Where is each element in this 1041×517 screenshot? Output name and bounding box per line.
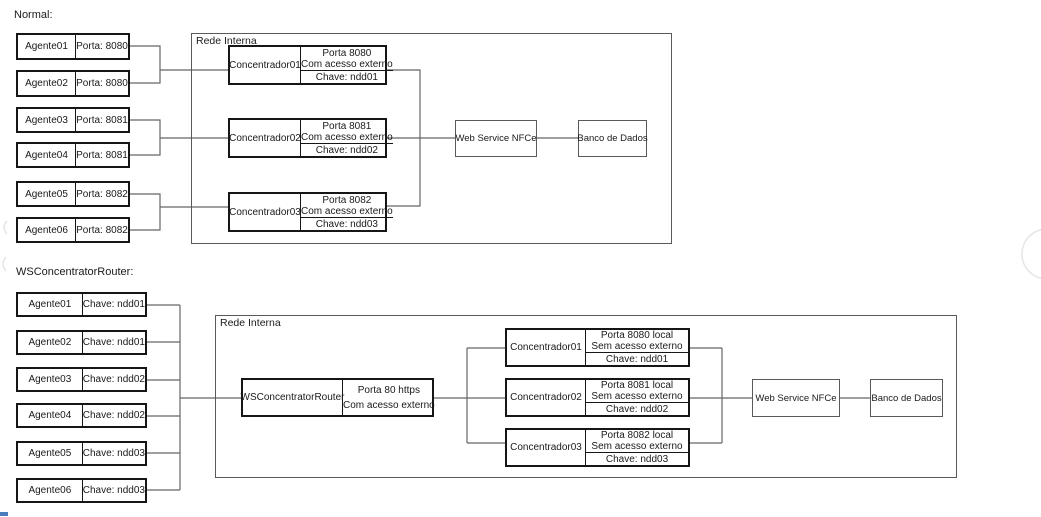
agent-name: Agente05	[18, 183, 76, 205]
normal-concentrator-box-2: Concentrador02 Porta 8081 Com acesso ext…	[228, 118, 393, 158]
router-rede-interna-label: Rede Interna	[220, 317, 281, 329]
concentrator-access: Sem acesso externo	[591, 391, 683, 402]
concentrator-port: Porta 8081	[322, 120, 372, 132]
agent-name: Agente02	[18, 332, 83, 353]
agent-port: Porta: 8081	[76, 114, 128, 126]
router-agent-box-3: Agente03 Chave: ndd02	[16, 367, 147, 392]
concentrator-name: Concentrador03	[507, 430, 586, 465]
normal-section-title: Normal:	[14, 9, 53, 21]
agent-name: Agente02	[18, 72, 76, 95]
concentrator-access: Com acesso externo	[301, 58, 393, 70]
agent-key: Chave: ndd02	[82, 374, 145, 385]
concentrator-access: Sem acesso externo	[591, 341, 683, 352]
agent-port: Porta: 8080	[76, 41, 128, 52]
router-web-service-box: Web Service NFCe	[752, 379, 840, 417]
router-agent-box-5: Agente05 Chave: ndd03	[16, 441, 147, 466]
agent-name: Agente03	[18, 109, 76, 131]
normal-agent-box-5: Agente05 Porta: 8082	[16, 181, 130, 207]
router-name: WSConcentratorRouter	[241, 380, 344, 415]
normal-concentrator-box-1: Concentrador01 Porta 8080 Com acesso ext…	[228, 45, 393, 85]
concentrator-access: Sem acesso externo	[591, 441, 683, 452]
concentrator-name: Concentrador03	[229, 194, 301, 230]
agent-key: Chave: ndd02	[82, 410, 145, 421]
normal-concentrator-box-3: Concentrador03 Porta 8082 Com acesso ext…	[228, 192, 393, 232]
cursor-artifact	[0, 512, 8, 516]
router-port: Porta 80 https	[357, 384, 420, 396]
concentrator-name: Concentrador02	[229, 120, 301, 156]
normal-agent-box-6: Agente06 Porta: 8082	[16, 217, 130, 243]
concentrator-access: Com acesso externo	[301, 131, 393, 143]
concentrator-name: Concentrador01	[229, 47, 301, 83]
concentrator-key: Chave: ndd01	[315, 71, 378, 83]
router-concentrator-box-2: Concentrador02 Porta 8081 local Sem aces…	[505, 378, 690, 417]
router-agent-box-4: Agente04 Chave: ndd02	[16, 403, 147, 428]
agent-port: Porta: 8080	[76, 78, 128, 89]
agent-port: Porta: 8082	[76, 224, 128, 236]
agent-key: Chave: ndd03	[82, 448, 145, 459]
router-rede-interna-box: Rede Interna	[215, 315, 957, 478]
router-section-title: WSConcentratorRouter:	[16, 266, 134, 278]
agent-name: Agente06	[18, 219, 76, 241]
concentrator-name: Concentrador02	[507, 380, 586, 415]
concentrator-port: Porta 8080	[322, 47, 372, 59]
concentrator-port: Porta 8082	[322, 194, 372, 206]
router-access: Com acesso externo	[343, 399, 435, 411]
concentrator-key: Chave: ndd02	[315, 144, 378, 156]
agent-name: Agente03	[18, 369, 83, 390]
concentrator-access: Com acesso externo	[301, 205, 393, 217]
normal-database-box: Banco de Dados	[577, 120, 648, 157]
concentrator-key: Chave: ndd02	[605, 403, 669, 415]
agent-port: Porta: 8081	[76, 149, 128, 161]
agent-name: Agente04	[18, 405, 83, 426]
router-database-box: Banco de Dados	[870, 379, 943, 417]
concentrator-key: Chave: ndd03	[605, 453, 669, 465]
router-agent-box-2: Agente02 Chave: ndd01	[16, 330, 147, 355]
router-concentrator-box-3: Concentrador03 Porta 8082 local Sem aces…	[505, 428, 690, 467]
concentrator-port: Porta 8081 local	[600, 380, 674, 391]
normal-rede-interna-label: Rede Interna	[196, 35, 257, 47]
normal-agent-box-2: Agente02 Porta: 8080	[16, 70, 130, 97]
concentrator-name: Concentrador01	[507, 330, 586, 365]
ws-concentrator-router-box: WSConcentratorRouter Porta 80 https Com …	[241, 378, 435, 417]
agent-name: Agente05	[18, 443, 83, 464]
agent-key: Chave: ndd01	[82, 337, 145, 348]
agent-name: Agente01	[18, 294, 83, 315]
agent-key: Chave: ndd01	[82, 299, 145, 310]
router-agent-box-1: Agente01 Chave: ndd01	[16, 292, 147, 317]
normal-agent-box-3: Agente03 Porta: 8081	[16, 107, 130, 133]
concentrator-key: Chave: ndd03	[315, 218, 378, 230]
normal-rede-interna-box: Rede Interna	[191, 33, 672, 244]
concentrator-port: Porta 8082 local	[600, 430, 674, 441]
agent-name: Agente04	[18, 144, 76, 166]
normal-agent-box-4: Agente04 Porta: 8081	[16, 142, 130, 168]
concentrator-port: Porta 8080 local	[600, 330, 674, 341]
agent-name: Agente01	[18, 35, 76, 58]
agent-name: Agente06	[18, 480, 83, 501]
router-concentrator-box-1: Concentrador01 Porta 8080 local Sem aces…	[505, 328, 690, 367]
agent-port: Porta: 8082	[76, 188, 128, 200]
agent-key: Chave: ndd03	[82, 485, 145, 496]
normal-web-service-box: Web Service NFCe	[455, 120, 537, 157]
router-agent-box-6: Agente06 Chave: ndd03	[16, 478, 147, 503]
normal-agent-box-1: Agente01 Porta: 8080	[16, 33, 130, 60]
concentrator-key: Chave: ndd01	[605, 353, 669, 365]
